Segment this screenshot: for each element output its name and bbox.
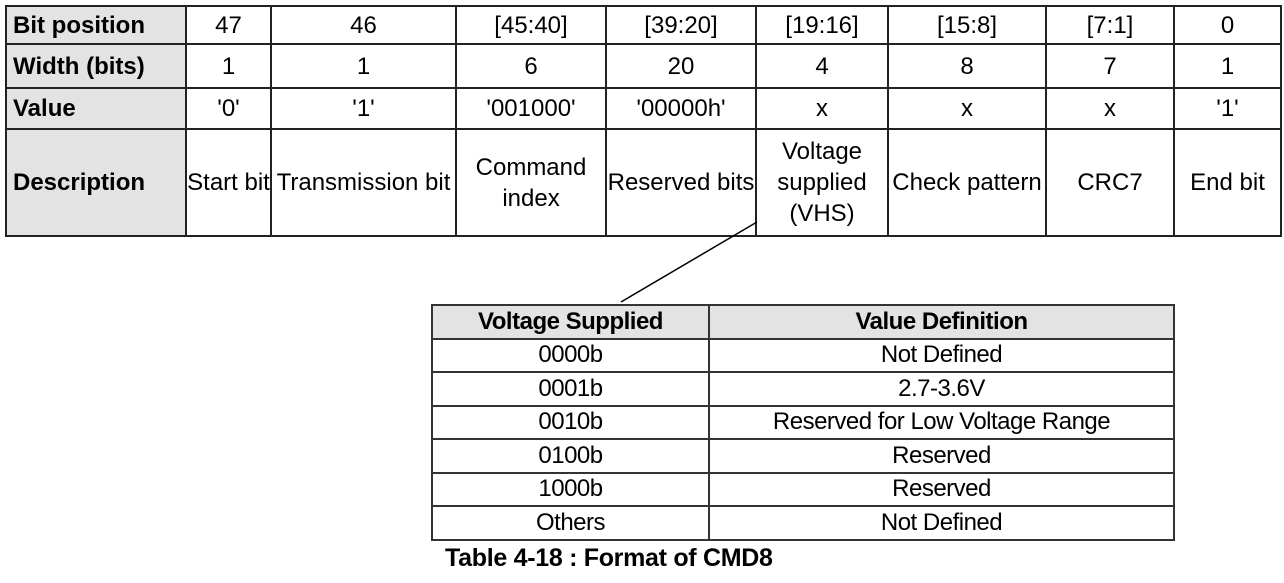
table-cell: [45:40] [455, 5, 607, 45]
table-cell: 8 [887, 43, 1047, 89]
table-cell: 46 [270, 5, 457, 45]
table-cell: 20 [605, 43, 757, 89]
table-cell: Reserved [708, 471, 1175, 507]
table-cell: 4 [755, 43, 889, 89]
column-header: Voltage Supplied [431, 304, 710, 340]
table-cell: Reserved bits [605, 128, 757, 237]
table-cell: [19:16] [755, 5, 889, 45]
table-cell: Reserved for Low Voltage Range [708, 404, 1175, 440]
table-cell: Reserved [708, 438, 1175, 474]
table-cell: '001000' [455, 87, 607, 130]
table-cell: Start bit [185, 128, 272, 237]
row-header: Value [5, 87, 187, 130]
table-cell: 2.7-3.6V [708, 371, 1175, 407]
column-header: Value Definition [708, 304, 1175, 340]
table-cell: Transmission bit [270, 128, 457, 237]
table-cell: 0 [1173, 5, 1282, 45]
table-cell: [7:1] [1045, 5, 1175, 45]
table-cell: [15:8] [887, 5, 1047, 45]
row-header: Width (bits) [5, 43, 187, 89]
table-cell: [39:20] [605, 5, 757, 45]
row-header: Description [5, 128, 187, 237]
table-cell: Others [431, 505, 710, 541]
table-cell: Voltage supplied (VHS) [755, 128, 889, 237]
table-cell: CRC7 [1045, 128, 1175, 237]
table-caption: Table 4-18 : Format of CMD8 [445, 544, 773, 572]
table-cell: 1000b [431, 471, 710, 507]
table-cell: 1 [185, 43, 272, 89]
table-cell: x [1045, 87, 1175, 130]
table-cell: 47 [185, 5, 272, 45]
table-cell: 0000b [431, 337, 710, 373]
table-cell: '0' [185, 87, 272, 130]
table-cell: x [755, 87, 889, 130]
table-cell: '1' [1173, 87, 1282, 130]
table-cell: 0001b [431, 371, 710, 407]
table-cell: 1 [1173, 43, 1282, 89]
table-cell: Check pattern [887, 128, 1047, 237]
table-cell: 1 [270, 43, 457, 89]
table-cell: Not Defined [708, 337, 1175, 373]
table-cell: '1' [270, 87, 457, 130]
table-cell: 6 [455, 43, 607, 89]
table-cell: x [887, 87, 1047, 130]
table-cell: '00000h' [605, 87, 757, 130]
row-header: Bit position [5, 5, 187, 45]
table-cell: 0010b [431, 404, 710, 440]
table-cell: 7 [1045, 43, 1175, 89]
table-cell: Not Defined [708, 505, 1175, 541]
table-cell: End bit [1173, 128, 1282, 237]
table-cell: 0100b [431, 438, 710, 474]
table-cell: Command index [455, 128, 607, 237]
